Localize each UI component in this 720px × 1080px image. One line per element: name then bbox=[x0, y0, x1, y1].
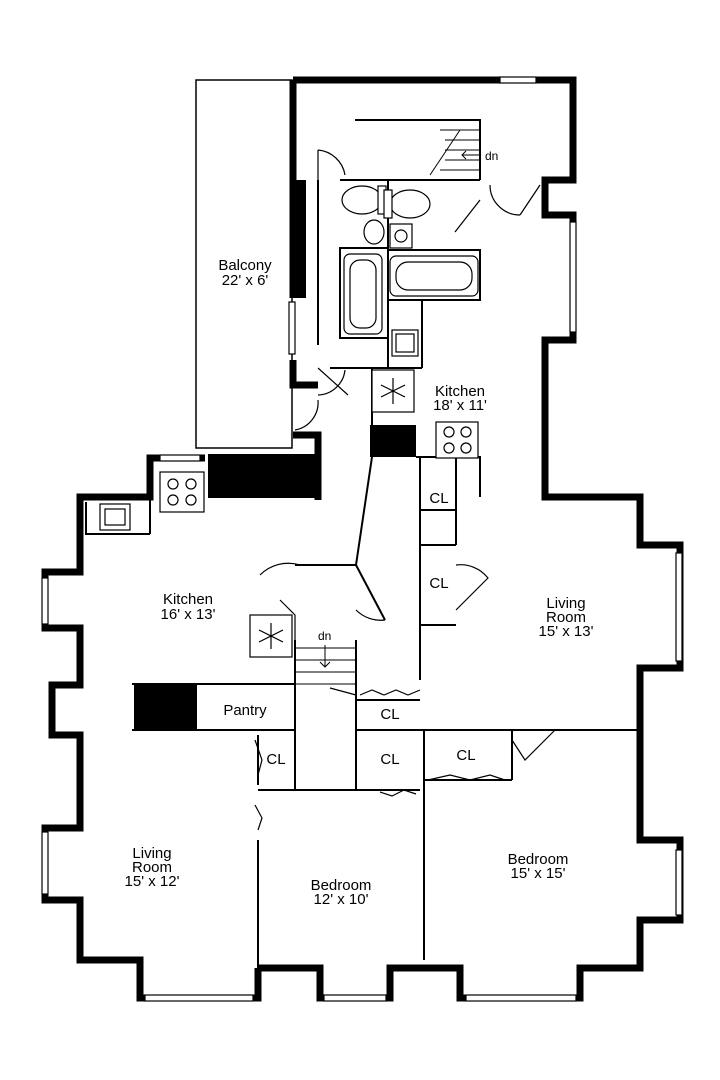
stairs-top bbox=[429, 129, 480, 176]
balcony-area bbox=[195, 79, 293, 449]
kitchen-left-name: Kitchen bbox=[163, 591, 213, 608]
sink-laundry bbox=[391, 329, 419, 357]
kitchen-top-name: Kitchen bbox=[435, 383, 485, 400]
bedroom-mid-dims: 12' x 10' bbox=[314, 891, 369, 908]
living-left-dims: 15' x 12' bbox=[125, 873, 180, 890]
refrigerator-left-icon bbox=[249, 614, 293, 658]
bathtub-right bbox=[389, 255, 479, 297]
living-right-name-1: Living bbox=[546, 595, 585, 612]
closet-label-3: CL bbox=[380, 706, 399, 723]
pantry-name: Pantry bbox=[223, 702, 267, 719]
living-left-name-1: Living bbox=[132, 845, 171, 862]
stove-left-icon bbox=[159, 471, 205, 513]
stairs-top-label: dn bbox=[485, 149, 498, 163]
refrigerator-top-icon bbox=[371, 369, 415, 413]
wall-fills bbox=[134, 180, 416, 730]
windows bbox=[41, 76, 683, 1002]
stove-top-icon bbox=[435, 421, 479, 459]
closet-label-5: CL bbox=[380, 751, 399, 768]
closet-label-1: CL bbox=[429, 490, 448, 507]
interior-walls bbox=[85, 119, 640, 968]
living-left-name-2: Room bbox=[132, 859, 172, 876]
closet-label-4: CL bbox=[266, 751, 285, 768]
bathtub-left bbox=[343, 253, 383, 335]
kitchen-sink-left-icon bbox=[99, 503, 131, 531]
exterior-walls bbox=[41, 76, 684, 1002]
bedroom-mid-name: Bedroom bbox=[311, 877, 372, 894]
kitchen-left-dims: 16' x 13' bbox=[161, 606, 216, 623]
stairs-middle-label: dn bbox=[318, 629, 331, 643]
balcony-dims: 22' x 6' bbox=[222, 272, 269, 289]
kitchen-top-dims: 18' x 11' bbox=[433, 397, 487, 414]
balcony-name: Balcony bbox=[218, 257, 272, 274]
living-right-name-2: Room bbox=[546, 609, 586, 626]
bedroom-right-name: Bedroom bbox=[508, 851, 569, 868]
doors bbox=[254, 149, 556, 831]
toilet-left bbox=[341, 185, 387, 215]
toilet-right bbox=[383, 189, 431, 219]
closet-label-2: CL bbox=[429, 575, 448, 592]
living-right-dims: 15' x 13' bbox=[539, 623, 594, 640]
closet-label-6: CL bbox=[456, 747, 475, 764]
sink-bath bbox=[363, 219, 413, 249]
bedroom-right-dims: 15' x 15' bbox=[511, 865, 566, 882]
stairs-middle bbox=[296, 645, 355, 685]
closet-doors bbox=[329, 687, 506, 797]
